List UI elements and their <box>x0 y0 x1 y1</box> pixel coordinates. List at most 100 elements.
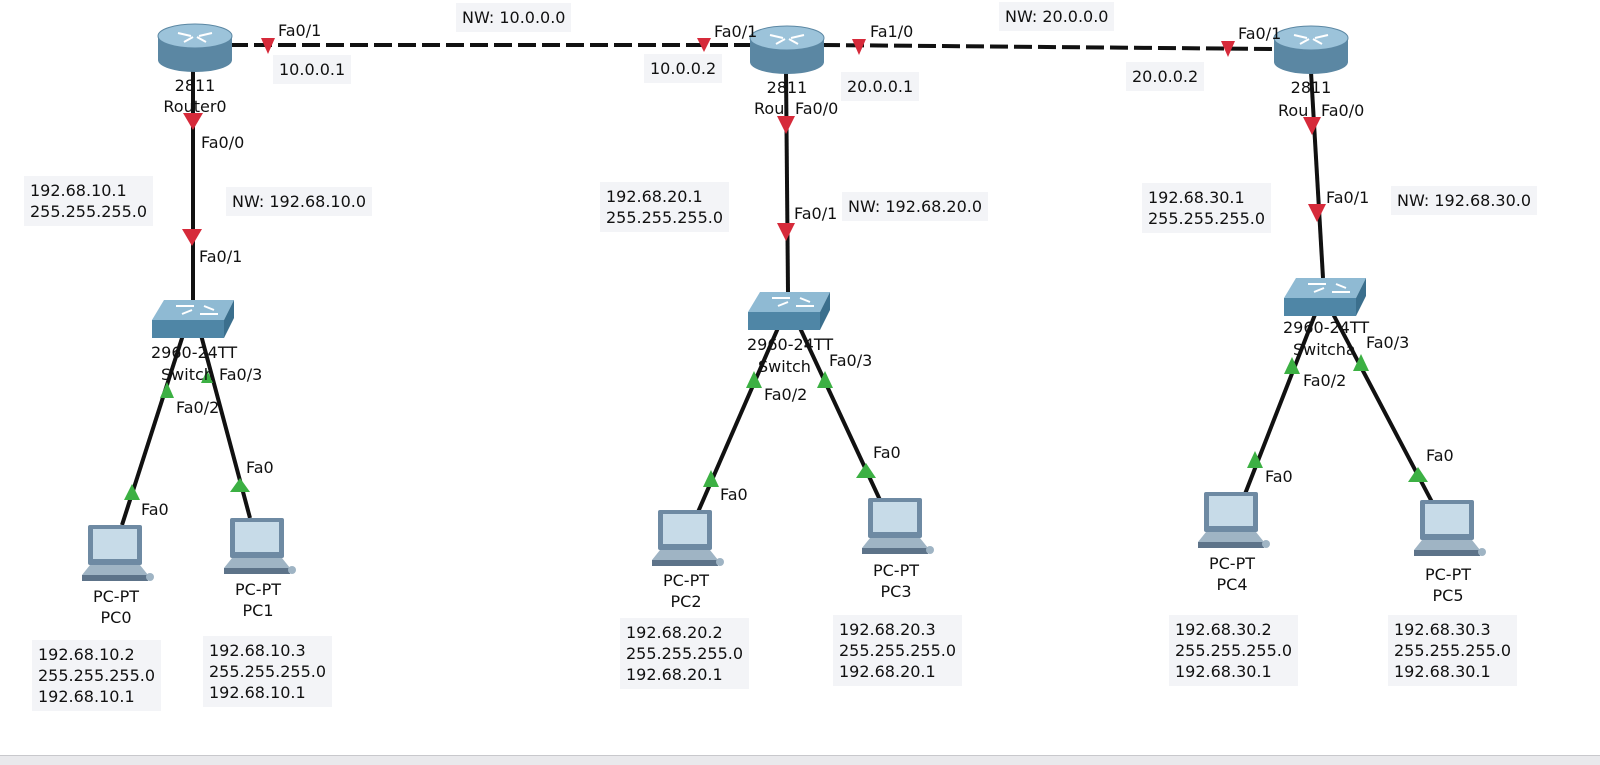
pc5-label: PC-PT PC5 <box>1412 564 1484 606</box>
port-indicator-sw0-p2 <box>160 382 174 398</box>
port-label-pc0: Fa0 <box>141 500 169 519</box>
network-label-wan1: NW: 10.0.0.0 <box>456 3 572 32</box>
addr-ip: 192.68.10.3 <box>209 641 306 660</box>
port-indicator-sw2-p3 <box>1353 354 1369 371</box>
switch2-model: 2960-24TT <box>1283 318 1370 337</box>
port-label-sw2-p3: Fa0/3 <box>1366 333 1410 352</box>
port-indicator-r0-wan <box>261 38 275 54</box>
ip-label-r2-wan: 20.0.0.2 <box>1126 62 1205 91</box>
addr-box-r2-lan: 192.68.30.1 255.255.255.0 <box>1142 183 1272 233</box>
pc4-name: PC4 <box>1216 575 1248 594</box>
port-indicator-sw1-p3 <box>817 371 833 388</box>
port-label-r2-wan: Fa0/1 <box>1238 24 1282 43</box>
addr-box-r0-lan: 192.68.10.1 255.255.255.0 <box>24 176 154 226</box>
switch0-model: 2960-24TT <box>151 343 238 362</box>
port-label-r2-lan: Fa0/0 <box>1321 101 1365 120</box>
ip-label-r1-left: 10.0.0.2 <box>644 54 723 83</box>
network-label-wan2: NW: 20.0.0.0 <box>999 2 1115 31</box>
port-label-pc3: Fa0 <box>873 443 901 462</box>
switch2-icon[interactable] <box>1284 278 1366 316</box>
switch0-name: Switch <box>161 365 214 384</box>
pc1-icon[interactable] <box>224 518 296 574</box>
pc1-name: PC1 <box>242 601 274 620</box>
port-indicator-sw0-up <box>182 229 202 246</box>
pc4-label: PC-PT PC4 <box>1196 553 1268 595</box>
router0-name: Router0 <box>163 97 227 116</box>
port-label-sw0-p2: Fa0/2 <box>176 398 220 417</box>
switch1-icon[interactable] <box>748 292 830 330</box>
port-label-r1-right: Fa1/0 <box>870 22 914 41</box>
router1-icon[interactable] <box>749 25 825 74</box>
addr-gateway: 192.68.30.1 <box>1175 662 1272 681</box>
port-indicator-sw2-up <box>1308 204 1326 222</box>
port-indicator-sw1-up <box>777 223 795 241</box>
addr-ip: 192.68.30.2 <box>1175 620 1272 639</box>
switch0-icon[interactable] <box>152 300 234 338</box>
switch2-name: Switcha <box>1293 340 1356 359</box>
pc3-icon[interactable] <box>862 498 934 554</box>
addr-mask: 255.255.255.0 <box>1394 641 1512 660</box>
port-label-pc4: Fa0 <box>1265 467 1293 486</box>
port-label-r0-lan: Fa0/0 <box>201 133 245 152</box>
port-indicator-pc4 <box>1247 451 1263 468</box>
addr-box-pc1: 192.68.10.3 255.255.255.0 192.68.10.1 <box>203 636 333 707</box>
router2-model: 2811 <box>1290 78 1332 97</box>
pc1-model: PC-PT <box>234 580 281 599</box>
port-label-pc2: Fa0 <box>720 485 748 504</box>
addr-gateway: 192.68.20.1 <box>839 662 936 681</box>
port-indicator-r1-lan <box>777 116 795 134</box>
pc5-model: PC-PT <box>1424 565 1471 584</box>
port-label-r1-left: Fa0/1 <box>714 22 758 41</box>
port-label-sw0-p3: Fa0/3 <box>219 365 263 384</box>
router0-model: 2811 <box>174 76 216 95</box>
port-label-r0-wan: Fa0/1 <box>278 21 322 40</box>
port-label-pc5: Fa0 <box>1426 446 1454 465</box>
canvas-bottom-edge <box>0 755 1600 765</box>
link-r2-sw2[interactable] <box>1309 71 1325 279</box>
pc2-icon[interactable] <box>652 510 724 566</box>
pc0-icon[interactable] <box>82 525 154 581</box>
pc4-icon[interactable] <box>1198 492 1270 548</box>
pc3-name: PC3 <box>880 582 912 601</box>
link-r1-sw1[interactable] <box>784 71 790 293</box>
router1-model: 2811 <box>766 78 808 97</box>
port-indicator-r0-lan <box>183 113 203 130</box>
router0-label: 2811 Router0 <box>160 75 230 117</box>
router0-icon[interactable] <box>157 23 233 72</box>
ip-label-r1-right: 20.0.0.1 <box>841 72 920 101</box>
router1-label: 2811 <box>752 77 822 98</box>
pc0-name: PC0 <box>100 608 132 627</box>
ip-label-r0-wan: 10.0.0.1 <box>273 55 352 84</box>
switch1-name: Switch <box>758 357 811 376</box>
port-label-sw2-up: Fa0/1 <box>1326 188 1370 207</box>
addr-ip: 192.68.30.1 <box>1148 188 1245 207</box>
router2-icon[interactable] <box>1273 25 1349 74</box>
port-label-sw1-p2: Fa0/2 <box>764 385 808 404</box>
port-label-sw1-p3: Fa0/3 <box>829 351 873 370</box>
pc3-label: PC-PT PC3 <box>860 560 932 602</box>
addr-box-pc4: 192.68.30.2 255.255.255.0 192.68.30.1 <box>1169 615 1299 686</box>
port-indicator-pc2 <box>703 470 719 487</box>
link-sw2-pc5[interactable] <box>1330 311 1434 503</box>
pc2-name: PC2 <box>670 592 702 611</box>
port-indicator-sw0-p3 <box>201 370 213 383</box>
addr-mask: 255.255.255.0 <box>30 202 148 221</box>
addr-mask: 255.255.255.0 <box>38 666 156 685</box>
addr-mask: 255.255.255.0 <box>209 662 327 681</box>
link-r1-r2[interactable] <box>821 43 1276 51</box>
addr-mask: 255.255.255.0 <box>606 208 724 227</box>
addr-box-pc3: 192.68.20.3 255.255.255.0 192.68.20.1 <box>833 615 963 686</box>
port-indicator-pc1 <box>230 478 250 492</box>
port-label-pc1: Fa0 <box>246 458 274 477</box>
port-label-r1-lan: Fa0/0 <box>795 99 839 118</box>
addr-ip: 192.68.20.1 <box>606 187 703 206</box>
pc2-label: PC-PT PC2 <box>650 570 722 612</box>
network-label-lan2: NW: 192.68.20.0 <box>842 192 989 221</box>
network-label-lan3: NW: 192.68.30.0 <box>1391 186 1538 215</box>
addr-box-pc2: 192.68.20.2 255.255.255.0 192.68.20.1 <box>620 618 750 689</box>
port-indicator-pc3 <box>856 463 876 478</box>
router2-label: 2811 <box>1276 77 1346 98</box>
pc5-icon[interactable] <box>1414 500 1486 556</box>
